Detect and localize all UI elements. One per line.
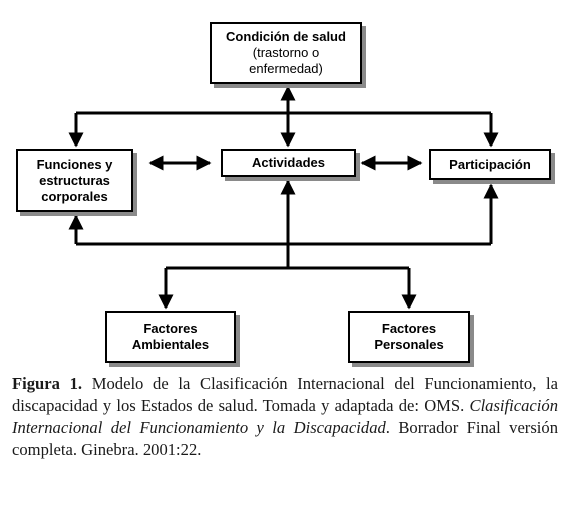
condicion-de-salud-box: Condición de salud (trastorno o enfermed… (210, 22, 362, 84)
condicion-subtitle-line2: enfermedad) (249, 61, 323, 76)
funciones-line2: estructuras (39, 172, 110, 188)
personales-line2: Personales (374, 337, 444, 352)
ambientales-line1: Factores (143, 321, 198, 336)
factores-ambientales-box: Factores Ambientales (105, 311, 236, 363)
condicion-subtitle-line1: (trastorno o (252, 45, 320, 60)
figure-caption: Figura 1. Modelo de la Clasificación Int… (12, 373, 558, 461)
icf-diagram-connectors (68, 85, 499, 310)
ambientales-line2: Ambientales (131, 337, 210, 352)
factores-personales-box: Factores Personales (348, 311, 470, 363)
funciones-box: Funciones y estructuras corporales (16, 149, 133, 212)
funciones-line1: Funciones y (36, 156, 113, 172)
actividades-box: Actividades (221, 149, 356, 177)
caption-italic-title: Clasificación Internacional del Funciona… (12, 396, 558, 437)
funciones-line3: corporales (41, 188, 108, 204)
participacion-label: Participación (449, 156, 531, 172)
figure-label: Figura 1. (12, 374, 83, 393)
caption-text-part2: . Borrador Final versión completa. Gineb… (12, 418, 558, 459)
personales-line1: Factores (381, 321, 437, 336)
actividades-label: Actividades (252, 155, 325, 170)
caption-text-part1: Modelo de la Clasificación Internacional… (12, 374, 559, 415)
participacion-box: Participación (429, 149, 551, 180)
condicion-title: Condición de salud (226, 29, 346, 44)
